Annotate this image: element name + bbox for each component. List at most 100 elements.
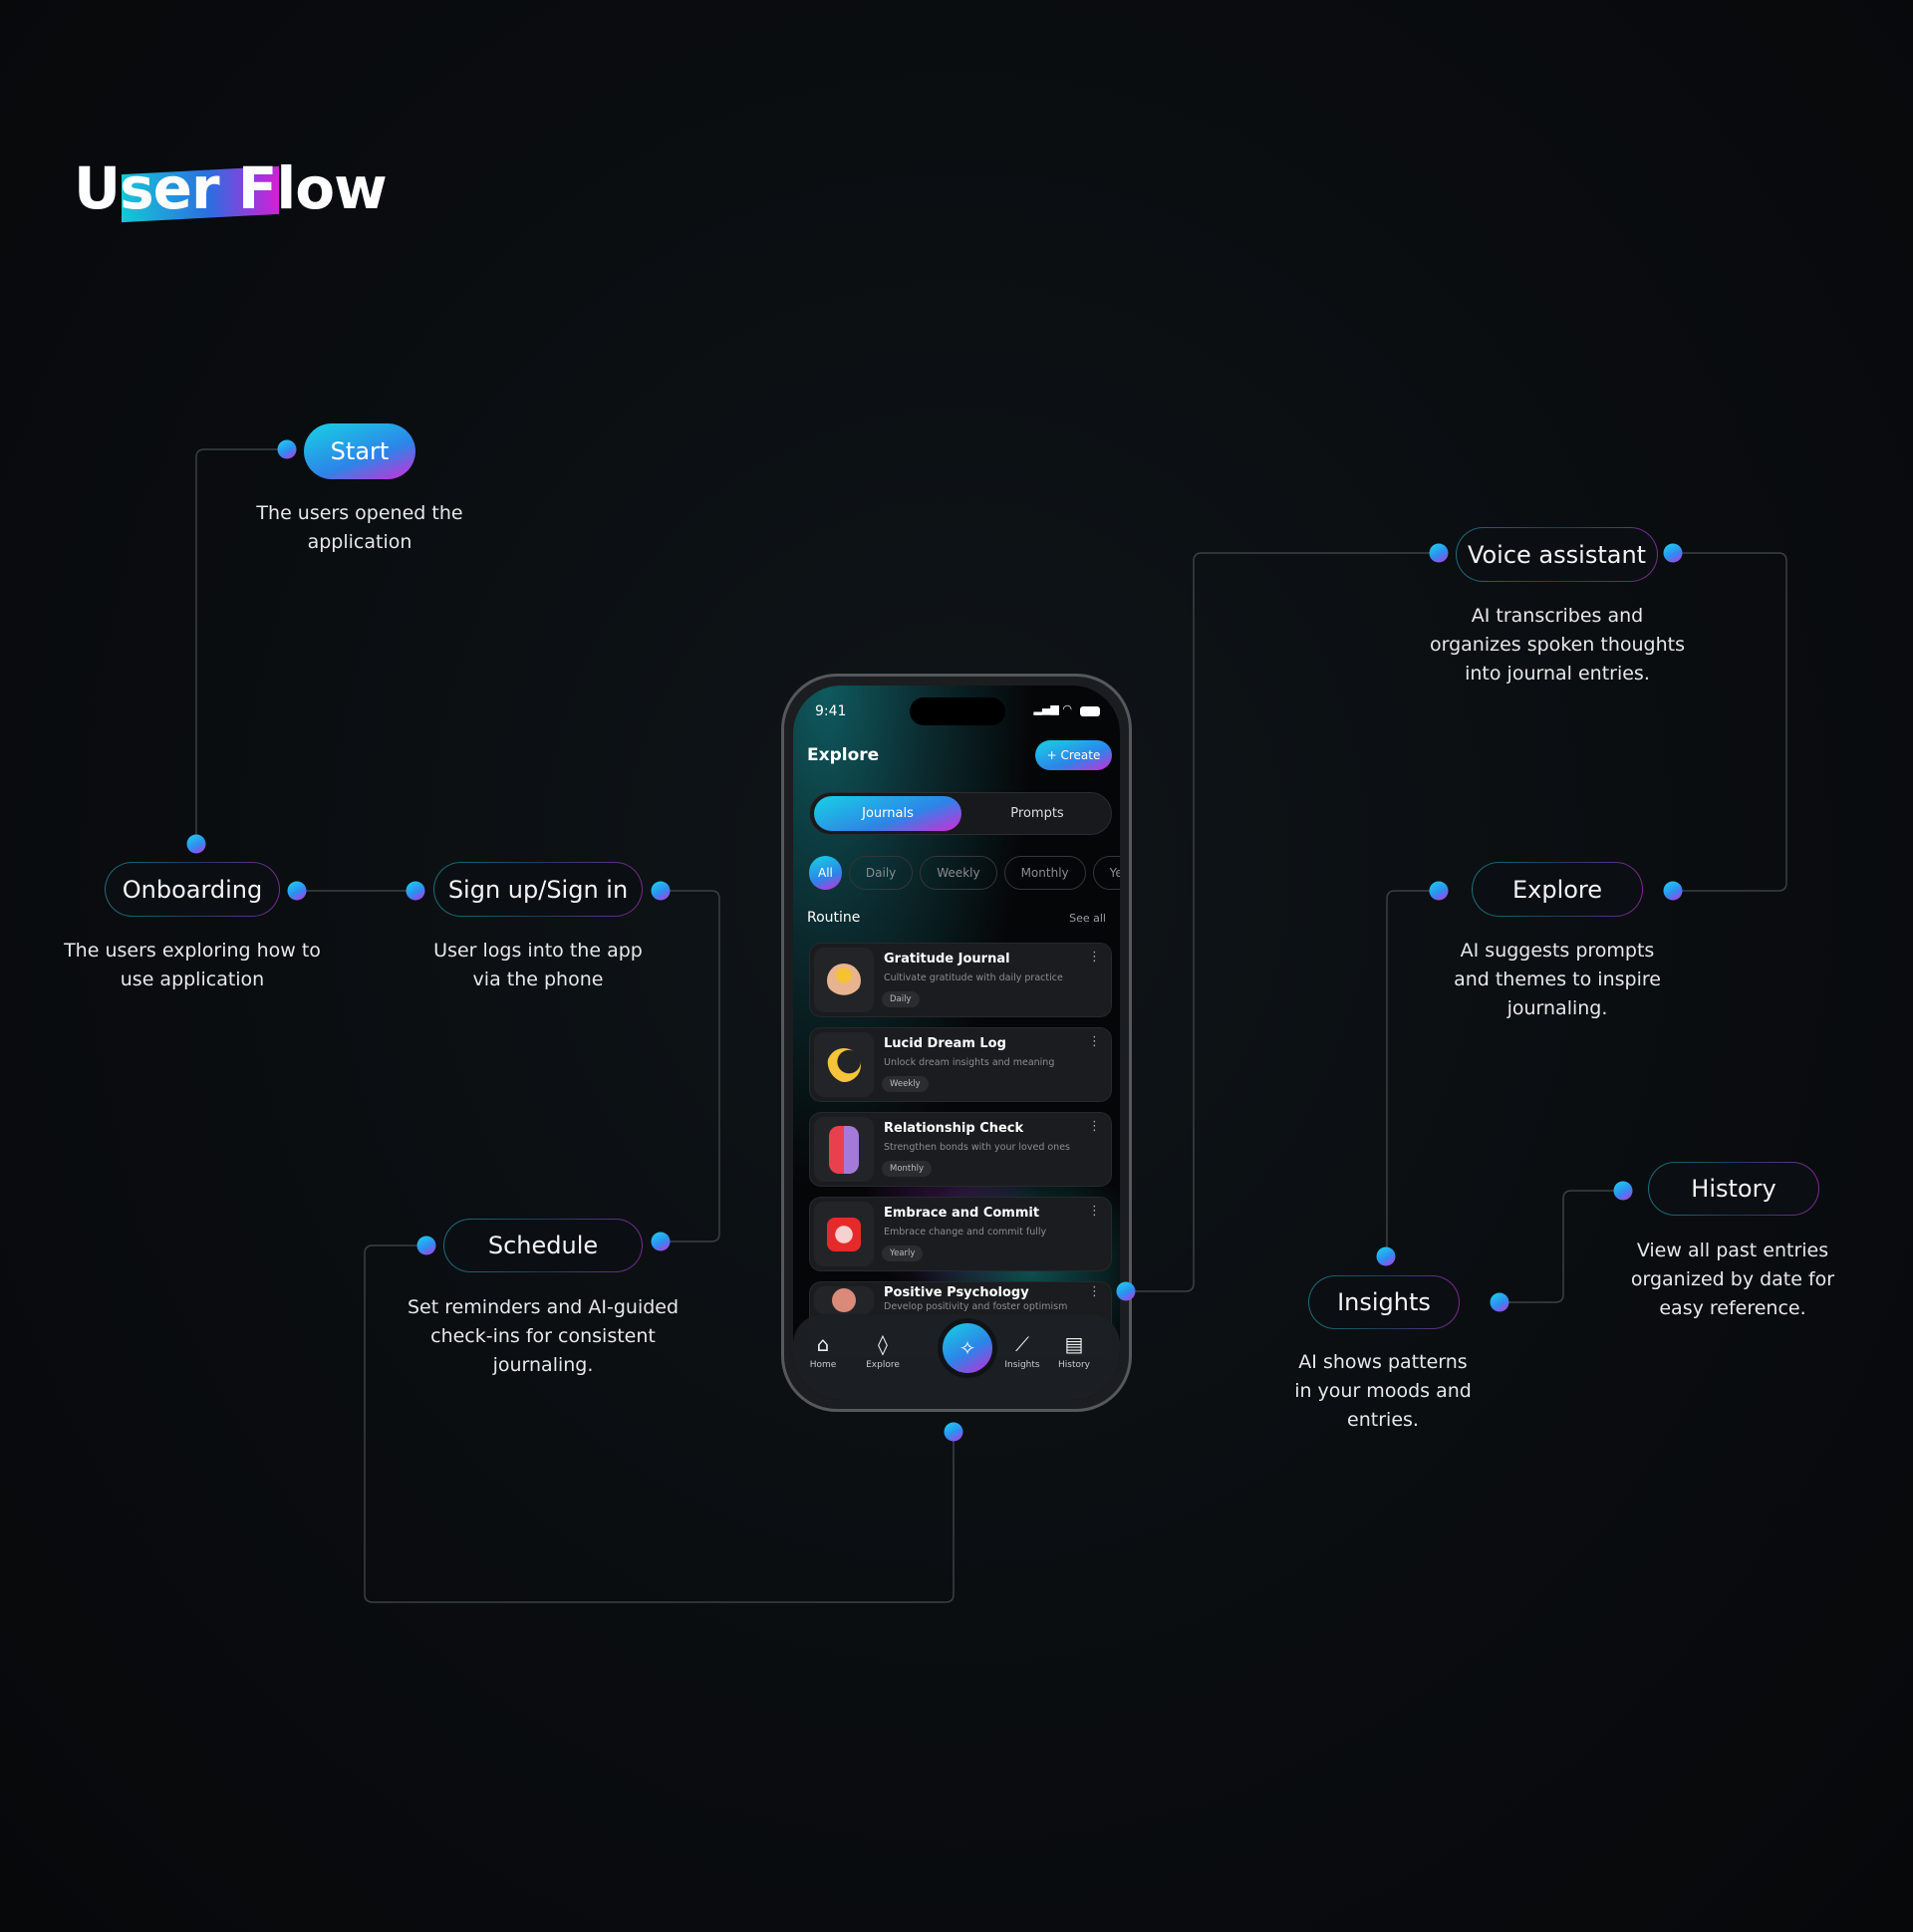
section-title: Routine <box>807 910 861 926</box>
desc-line: and themes to inspire <box>1454 968 1661 990</box>
see-all-link[interactable]: See all <box>1069 912 1106 925</box>
node-onboarding[interactable]: Onboarding <box>105 862 280 917</box>
connector-explore-insights <box>1386 890 1439 1256</box>
desc-line: The users opened the <box>256 502 463 524</box>
desc-line: application <box>307 531 412 553</box>
dynamic-island <box>910 697 1005 725</box>
connector-voice-explore <box>1673 552 1787 892</box>
status-time: 9:41 <box>815 703 847 719</box>
desc-line: organized by date for <box>1630 1268 1835 1290</box>
segmented-control: Journals Prompts <box>809 792 1112 835</box>
journal-card[interactable]: Lucid Dream Log Unlock dream insights an… <box>809 1027 1112 1102</box>
node-voice-assistant[interactable]: Voice assistant <box>1456 527 1658 582</box>
nav-label: History <box>1057 1360 1091 1370</box>
card-subtitle: Develop positivity and foster optimism <box>884 1301 1068 1312</box>
chart-icon: ⟋ <box>1015 1332 1029 1356</box>
card-tag: Daily <box>882 991 920 1007</box>
connector-schedule-phone <box>364 1244 955 1603</box>
connector-start-onboarding <box>195 448 287 844</box>
filter-daily[interactable]: Daily <box>848 856 914 890</box>
desc-line: Set reminders and AI-guided <box>407 1296 680 1318</box>
connector-dot <box>1429 543 1449 563</box>
more-icon[interactable]: ⋮ <box>1088 1284 1101 1299</box>
filter-yearly[interactable]: Yearly <box>1092 856 1120 890</box>
tab-prompts[interactable]: Prompts <box>1010 806 1064 821</box>
connector-dot <box>186 834 206 854</box>
node-signup[interactable]: Sign up/Sign in <box>433 862 643 917</box>
node-explore[interactable]: Explore <box>1472 862 1643 917</box>
node-start-description: The users opened the application <box>256 499 462 557</box>
moon-illustration <box>814 1032 874 1097</box>
nav-insights[interactable]: ⟋ Insights <box>992 1332 1052 1370</box>
node-start[interactable]: Start <box>304 423 415 479</box>
card-title: Relationship Check <box>884 1121 1024 1136</box>
nav-explore[interactable]: ◊ Explore <box>853 1332 913 1370</box>
journal-card[interactable]: Embrace and Commit Embrace change and co… <box>809 1197 1112 1271</box>
more-icon[interactable]: ⋮ <box>1088 950 1101 965</box>
more-icon[interactable]: ⋮ <box>1088 1034 1101 1049</box>
node-history-description: View all past entries organized by date f… <box>1631 1237 1834 1323</box>
connector-dot <box>1116 1281 1136 1301</box>
connector-dot <box>1376 1246 1396 1266</box>
desc-line: The users exploring how to <box>64 940 321 962</box>
journal-card[interactable]: Relationship Check Strengthen bonds with… <box>809 1112 1112 1187</box>
desc-line: entries. <box>1347 1409 1419 1431</box>
screen-title: Explore <box>807 745 880 765</box>
connector-dot <box>1613 1181 1633 1201</box>
connector-dot <box>1490 1292 1509 1312</box>
heart-illustration <box>814 1202 874 1266</box>
history-icon: ▤ <box>1064 1332 1084 1356</box>
tab-journals[interactable]: Journals <box>814 796 961 831</box>
card-subtitle: Cultivate gratitude with daily practice <box>884 972 1063 983</box>
nav-label: Explore <box>866 1360 900 1370</box>
ai-assistant-button[interactable]: ✧ <box>943 1323 992 1373</box>
couple-illustration <box>814 1117 874 1182</box>
connector-dot <box>287 881 307 901</box>
node-insights[interactable]: Insights <box>1308 1275 1460 1329</box>
nav-history[interactable]: ▤ History <box>1044 1332 1104 1370</box>
more-icon[interactable]: ⋮ <box>1088 1119 1101 1134</box>
card-tag: Weekly <box>882 1076 929 1092</box>
desc-line: check-ins for consistent <box>430 1325 656 1347</box>
filter-weekly[interactable]: Weekly <box>920 856 997 890</box>
battery-icon <box>1080 706 1100 716</box>
more-icon[interactable]: ⋮ <box>1088 1204 1101 1219</box>
desc-line: in your moods and <box>1294 1380 1472 1402</box>
node-explore-description: AI suggests prompts and themes to inspire… <box>1454 937 1661 1023</box>
node-schedule[interactable]: Schedule <box>443 1219 643 1272</box>
card-title: Positive Psychology <box>884 1285 1029 1300</box>
connector-dot <box>651 881 671 901</box>
signal-wifi-icon: ▂▄▆ ◠ <box>1033 702 1072 715</box>
filter-monthly[interactable]: Monthly <box>1003 856 1086 890</box>
nav-label: Insights <box>1004 1360 1040 1370</box>
nav-home[interactable]: ⌂Home <box>793 1332 853 1370</box>
create-button[interactable]: + Create <box>1035 740 1112 770</box>
filter-all[interactable]: All <box>809 856 842 890</box>
sparkle-icon: ✧ <box>958 1336 976 1360</box>
connector-insights-history <box>1500 1190 1623 1303</box>
explore-icon: ◊ <box>878 1332 888 1356</box>
phone-mockup: 9:41 ▂▄▆ ◠ Explore + Create Journals Pro… <box>781 674 1132 1412</box>
connector-voice-phone <box>1124 552 1439 1292</box>
node-onboarding-description: The users exploring how to use applicatio… <box>64 937 321 994</box>
connector-dot <box>406 881 425 901</box>
desc-line: use application <box>120 968 265 990</box>
card-tag: Yearly <box>882 1245 924 1261</box>
card-subtitle: Embrace change and commit fully <box>884 1227 1047 1238</box>
desc-line: journaling. <box>492 1354 594 1376</box>
desc-line: AI transcribes and <box>1471 605 1644 627</box>
desc-line: View all past entries <box>1636 1240 1829 1261</box>
card-title: Lucid Dream Log <box>884 1036 1006 1051</box>
desc-line: AI suggests prompts <box>1460 940 1655 962</box>
card-title: Gratitude Journal <box>884 952 1010 966</box>
connector-dot <box>651 1232 671 1251</box>
node-schedule-description: Set reminders and AI-guided check-ins for… <box>408 1293 679 1380</box>
connector-dot <box>277 439 297 459</box>
node-history[interactable]: History <box>1648 1162 1819 1216</box>
card-subtitle: Strengthen bonds with your loved ones <box>884 1142 1070 1153</box>
journal-card[interactable]: Gratitude Journal Cultivate gratitude wi… <box>809 943 1112 1017</box>
